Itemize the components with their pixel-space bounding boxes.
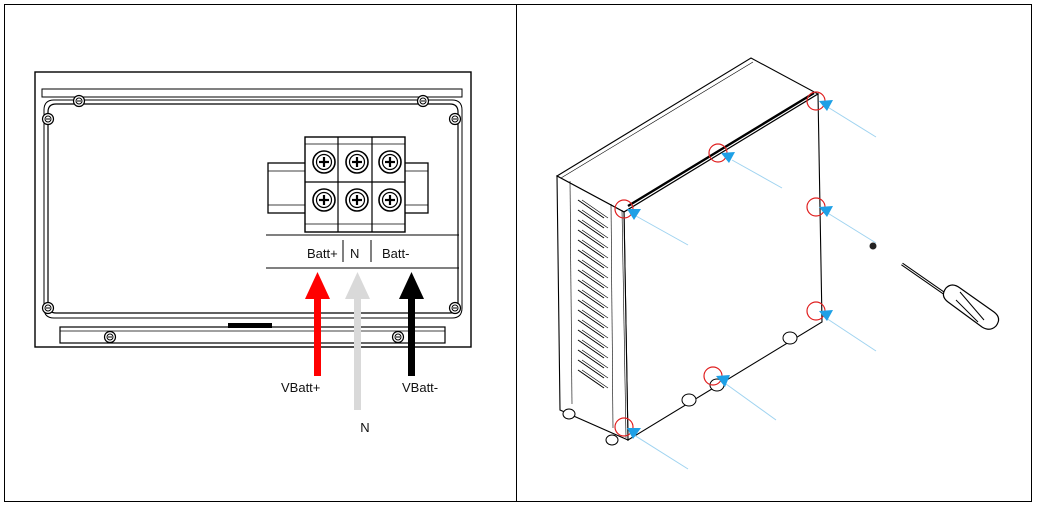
terminal-label-row	[266, 234, 459, 269]
pointer-arrows	[627, 100, 877, 470]
figure-frame	[4, 4, 1032, 502]
battery-cabinet-isometric	[555, 57, 823, 441]
screw-icon	[869, 242, 877, 250]
terminal-block	[267, 136, 429, 233]
terminal-label-batt-minus: Batt-	[382, 246, 409, 261]
vbatt-minus-arrow	[399, 272, 424, 376]
screwdriver-icon	[901, 262, 1000, 330]
cable-label-vbatt-minus: VBatt-	[402, 380, 438, 395]
side-vent-slots	[577, 199, 609, 389]
n-arrow	[345, 272, 370, 410]
terminal-label-batt-plus: Batt+	[307, 246, 338, 261]
panel-divider	[516, 4, 517, 502]
cable-label-vbatt-plus: VBatt+	[281, 380, 320, 395]
cable-label-n: N	[360, 420, 369, 435]
terminal-label-n: N	[350, 246, 359, 261]
vbatt-plus-arrow	[305, 272, 330, 376]
